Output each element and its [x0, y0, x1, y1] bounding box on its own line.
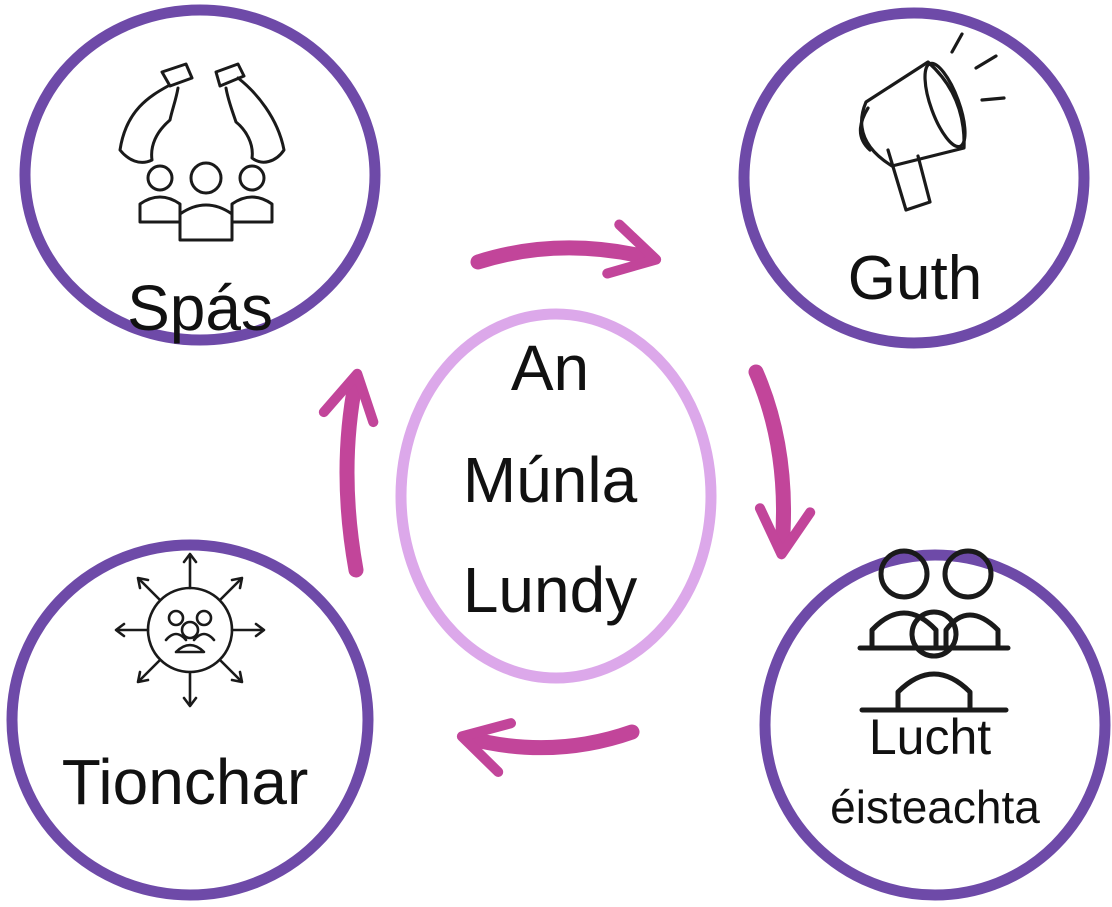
arrow-lucht-to-tionchar	[456, 718, 640, 777]
center-title-line-1: An	[510, 332, 590, 404]
node-ring-lucht	[759, 549, 1111, 901]
node-ring-guth	[738, 7, 1090, 349]
center-title-line-3: Lundy	[462, 554, 638, 626]
node-label-guth: Guth	[847, 244, 983, 313]
center-title-line-2: Múnla	[462, 444, 638, 516]
arrow-tionchar-to-spas	[318, 368, 379, 578]
node-label-lucht-line2: éisteachta	[830, 781, 1040, 833]
node-label-tionchar: Tionchar	[61, 746, 309, 818]
node-label-spas: Spás	[127, 272, 273, 344]
megaphone-icon	[858, 32, 1006, 212]
protective-hands-group-icon	[118, 62, 286, 242]
audience-icon	[857, 548, 1011, 713]
influence-network-icon	[114, 552, 266, 708]
arrow-spas-to-guth	[470, 219, 662, 279]
node-ring-tionchar	[6, 539, 374, 901]
node-ring-spas	[19, 4, 381, 346]
arrow-guth-to-lucht	[748, 364, 816, 560]
node-label-lucht-line1: Lucht	[868, 709, 992, 765]
center-ring	[395, 308, 717, 684]
